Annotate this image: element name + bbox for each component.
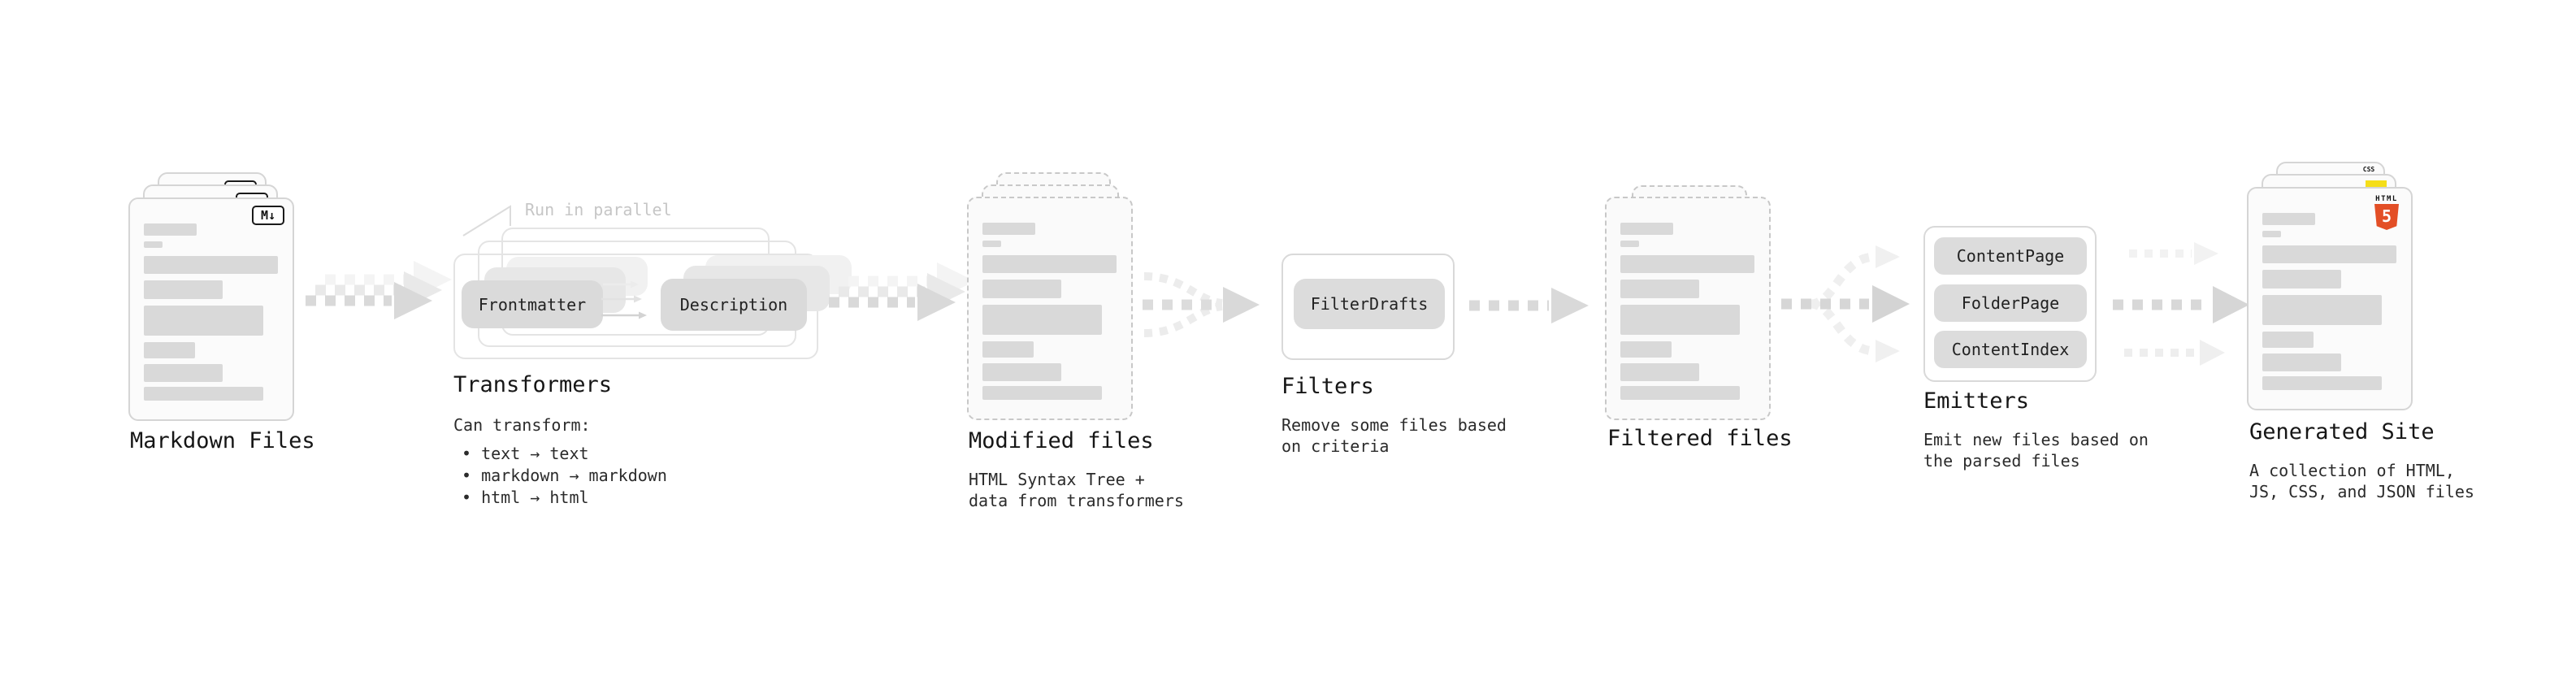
doc-line bbox=[144, 342, 195, 358]
doc-line bbox=[144, 306, 263, 336]
filtered-file-card-front bbox=[1605, 197, 1771, 420]
transform-item: • html → html bbox=[462, 488, 589, 507]
stage-title: Emitters bbox=[1923, 388, 2030, 414]
transform-item: • markdown → markdown bbox=[462, 466, 667, 485]
markdown-icon: M↓ bbox=[252, 206, 284, 225]
doc-line bbox=[1620, 363, 1699, 381]
doc-line bbox=[1620, 280, 1699, 298]
flow-arrow-emitters-to-site bbox=[2113, 242, 2249, 366]
callout-line bbox=[462, 205, 511, 236]
doc-line bbox=[2262, 245, 2396, 263]
flow-arrow-transformers-to-modified bbox=[829, 262, 975, 321]
stage-subtitle: Can transform: bbox=[453, 415, 591, 435]
html5-icon-shield: 5 bbox=[2374, 204, 2399, 230]
transform-item: • text → text bbox=[462, 444, 589, 463]
stage-subtitle: HTML Syntax Tree + data from transformer… bbox=[969, 470, 1184, 510]
doc-line bbox=[1620, 305, 1740, 335]
transform-list: • text → text • markdown → markdown • ht… bbox=[453, 443, 667, 509]
doc-line bbox=[982, 305, 1102, 335]
generated-site-label: Generated Site A collection of HTML, JS,… bbox=[2249, 419, 2474, 502]
markdown-file-card-front: M↓ bbox=[128, 197, 294, 421]
site-file-card-html: HTML 5 bbox=[2247, 187, 2413, 410]
stage-subtitle: A collection of HTML, JS, CSS, and JSON … bbox=[2249, 461, 2474, 501]
flow-arrow-converging bbox=[1143, 272, 1260, 337]
stage-subtitle: Remove some files based on criteria bbox=[1281, 415, 1507, 456]
stage-title: Filtered files bbox=[1607, 426, 1793, 451]
modified-files-label: Modified files HTML Syntax Tree + data f… bbox=[969, 428, 1184, 511]
filtered-files-label: Filtered files bbox=[1607, 426, 1793, 452]
stage-title: Filters bbox=[1281, 374, 1374, 399]
markdown-files-label: Markdown Files bbox=[130, 428, 315, 454]
doc-line bbox=[982, 341, 1034, 358]
parallel-arrows-icon bbox=[601, 280, 647, 319]
doc-line bbox=[144, 241, 163, 248]
modified-file-card-front bbox=[967, 197, 1133, 420]
doc-line bbox=[1620, 386, 1740, 400]
doc-line bbox=[982, 241, 1001, 247]
doc-line bbox=[982, 280, 1061, 298]
doc-line bbox=[982, 255, 1117, 273]
html5-icon-label: HTML bbox=[2375, 195, 2398, 203]
flow-arrow-fanout bbox=[1781, 245, 1910, 362]
doc-line bbox=[1620, 341, 1672, 358]
stage-title: Modified files bbox=[969, 428, 1154, 453]
doc-line bbox=[2262, 354, 2341, 371]
doc-line bbox=[144, 280, 223, 299]
doc-line bbox=[144, 364, 223, 382]
transformers-label: Transformers Can transform: • text → tex… bbox=[453, 372, 667, 509]
stage-title: Markdown Files bbox=[130, 428, 315, 453]
doc-line bbox=[2262, 332, 2314, 348]
doc-line bbox=[144, 387, 263, 401]
folderpage-pill: FolderPage bbox=[1934, 284, 2087, 322]
filters-label: Filters Remove some files based on crite… bbox=[1281, 374, 1507, 457]
doc-line bbox=[2262, 213, 2315, 225]
description-pill: Description bbox=[661, 279, 807, 331]
frontmatter-pill: Frontmatter bbox=[462, 280, 603, 328]
stage-subtitle: Emit new files based on the parsed files bbox=[1923, 430, 2149, 471]
html5-icon: HTML 5 bbox=[2372, 195, 2401, 230]
flow-arrow-markdown-to-transformers bbox=[306, 261, 452, 319]
doc-line bbox=[1620, 241, 1639, 247]
doc-line bbox=[2262, 270, 2341, 288]
run-in-parallel-note: Run in parallel bbox=[525, 200, 672, 219]
doc-line bbox=[982, 223, 1035, 235]
filterdrafts-pill: FilterDrafts bbox=[1294, 279, 1445, 329]
stage-title: Generated Site bbox=[2249, 419, 2435, 445]
doc-line bbox=[1620, 223, 1673, 235]
doc-line bbox=[144, 256, 278, 274]
doc-line bbox=[982, 363, 1061, 381]
stage-title: Transformers bbox=[453, 372, 613, 397]
contentindex-pill: ContentIndex bbox=[1934, 331, 2087, 368]
contentpage-pill: ContentPage bbox=[1934, 237, 2087, 275]
doc-line bbox=[2262, 231, 2281, 237]
doc-line bbox=[982, 386, 1102, 400]
css-icon-label: CSS bbox=[2362, 166, 2375, 173]
doc-line bbox=[1620, 255, 1754, 273]
flow-arrow-filters-to-filtered bbox=[1469, 288, 1589, 323]
doc-line bbox=[2262, 295, 2382, 325]
emitters-label: Emitters Emit new files based on the par… bbox=[1923, 388, 2149, 471]
doc-line bbox=[144, 223, 197, 236]
doc-line bbox=[2262, 376, 2382, 390]
